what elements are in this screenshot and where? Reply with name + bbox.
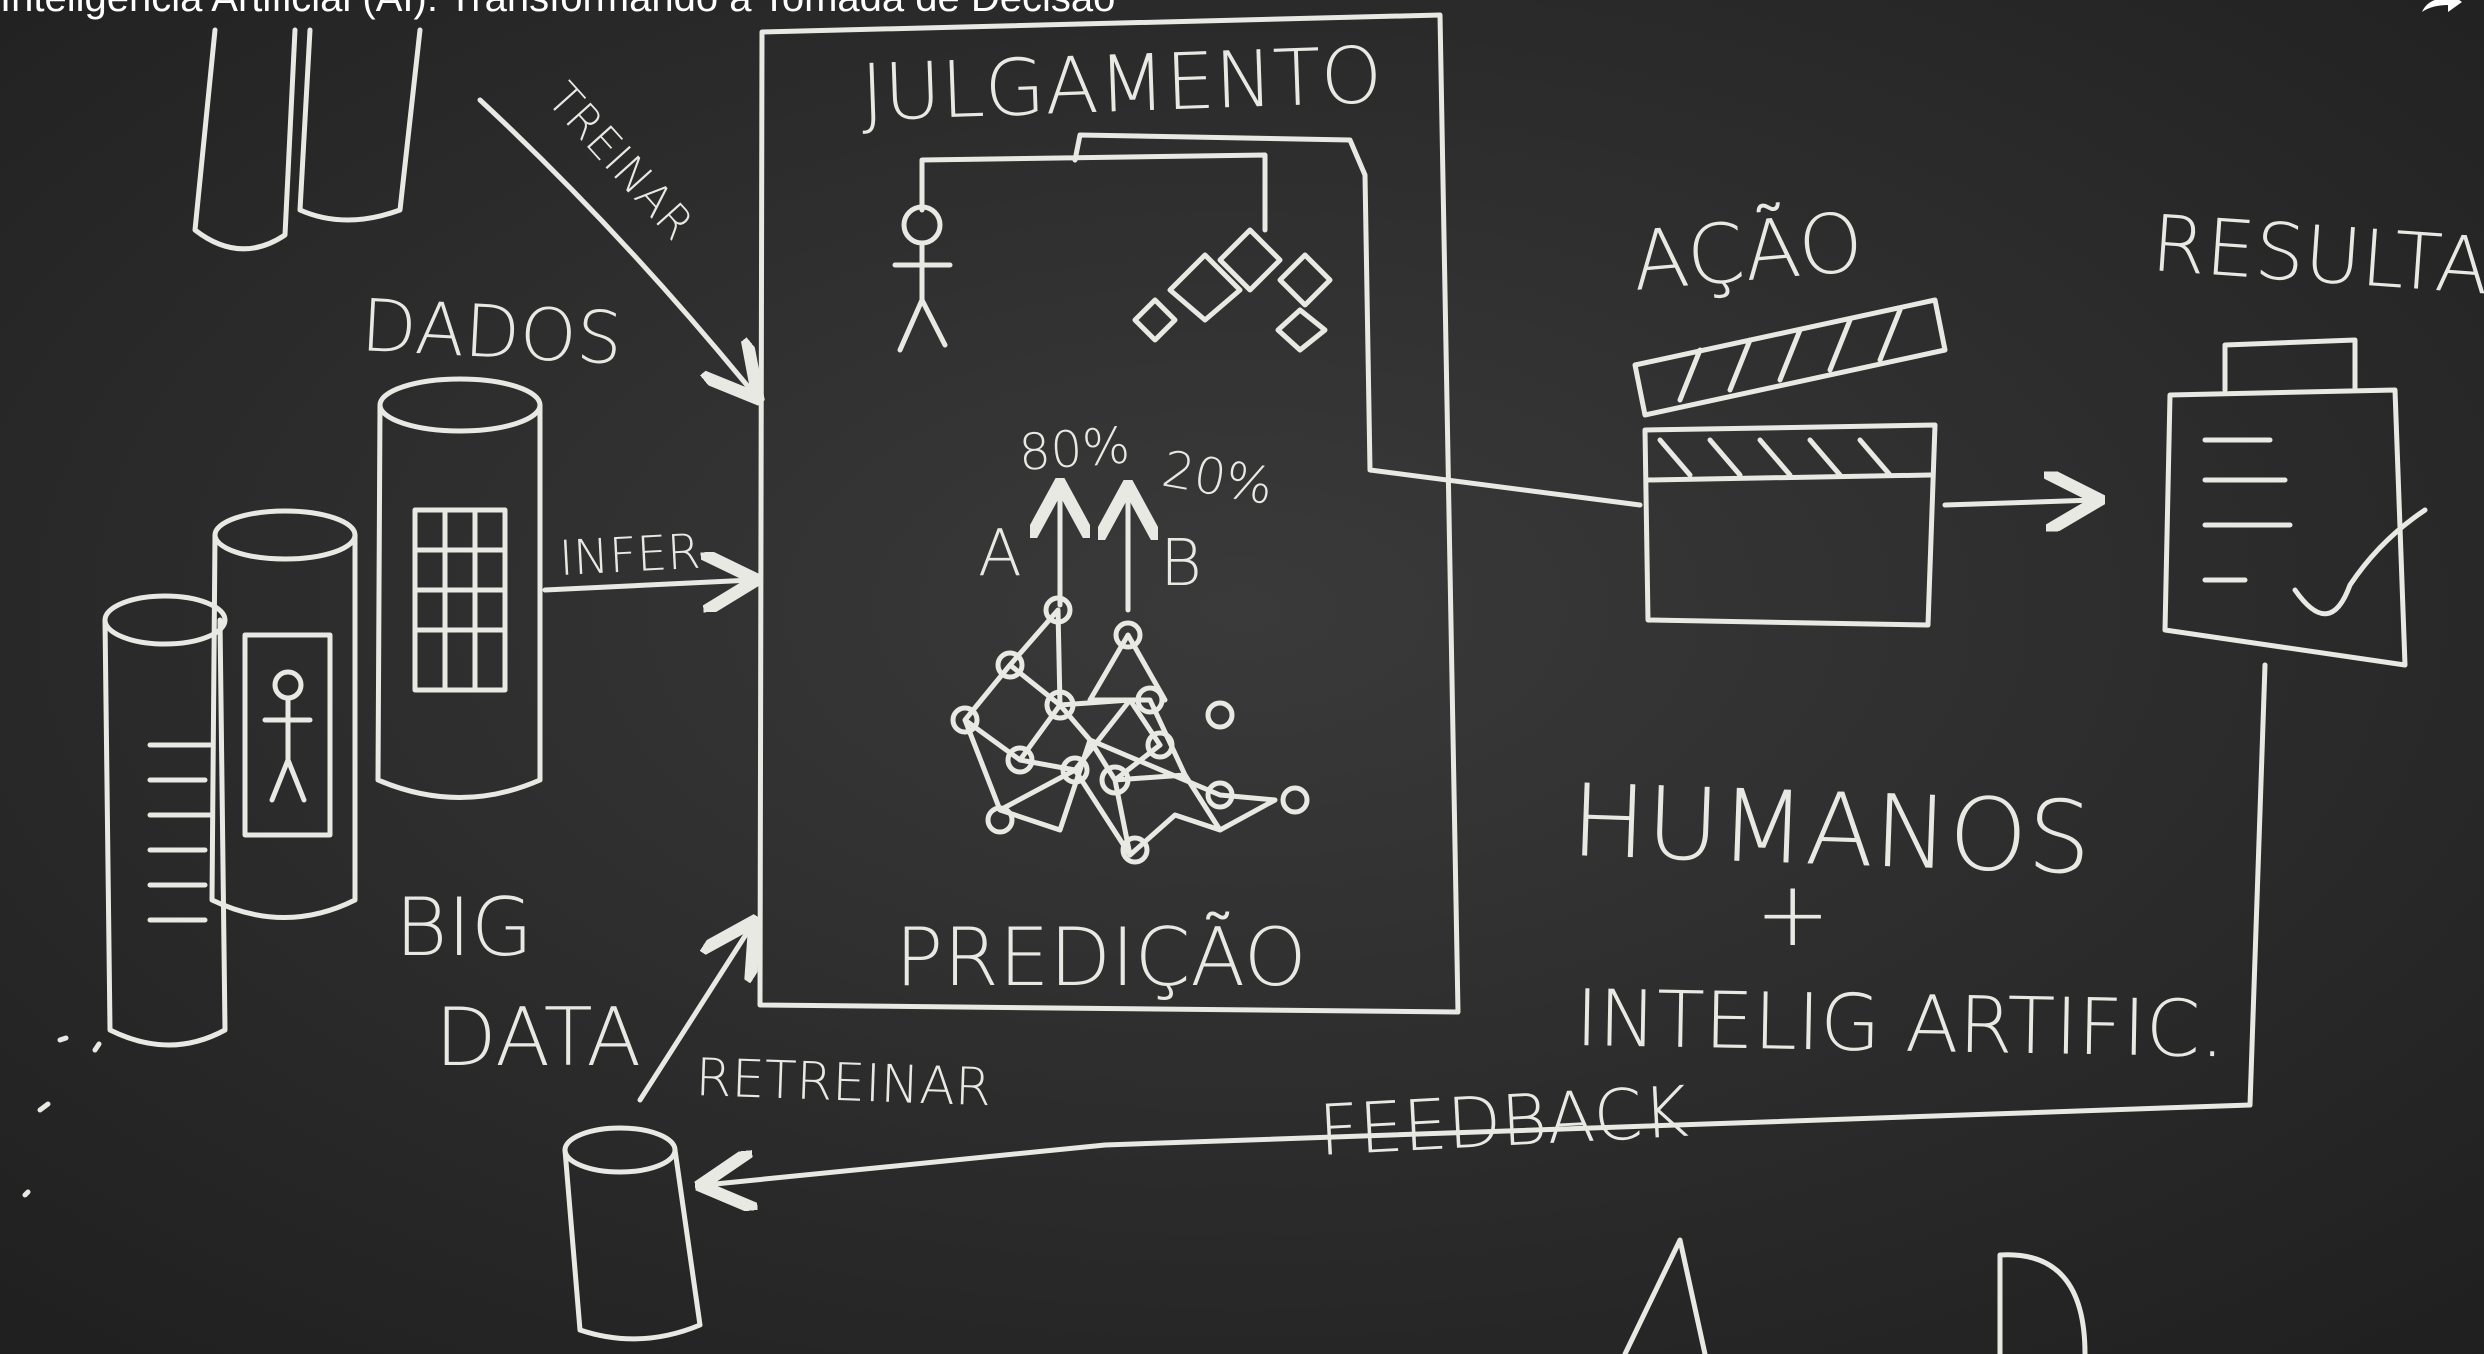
label-retreinar: RETREINAR <box>695 1048 993 1118</box>
arrow-train <box>477 97 755 395</box>
bottom-letter-a <box>1622 1237 1708 1354</box>
bottom-letter-d <box>1997 1252 2088 1354</box>
label-b: B <box>1160 527 1202 601</box>
label-pct-a: 80% <box>1017 416 1132 482</box>
cylinder-top-left-2 <box>297 27 423 223</box>
database-cylinder-grid <box>375 376 543 800</box>
judgement-tree <box>919 132 1643 508</box>
label-humanos: HUMANOS <box>1569 762 2093 897</box>
neural-network <box>950 595 1310 865</box>
label-julgamento: JULGAMENTO <box>860 31 1384 139</box>
arrow-retrain <box>637 925 752 1103</box>
person-body <box>892 240 953 353</box>
share-icon[interactable] <box>2418 0 2466 14</box>
feedback-loop <box>705 662 2268 1185</box>
label-plus: + <box>1755 862 1830 967</box>
arrow-action-result <box>1942 500 2095 505</box>
label-feedback: FEEDBACK <box>1317 1071 1691 1172</box>
label-intelig: INTELIG ARTIFIC. <box>1575 974 2226 1075</box>
label-inferir: INFER <box>558 524 702 587</box>
decision-shapes <box>1132 227 1333 353</box>
label-a: A <box>978 517 1022 591</box>
label-acao: AÇÃO <box>1628 195 1867 310</box>
label-big: BIG <box>395 881 533 974</box>
retrain-database-cylinder <box>562 1125 703 1342</box>
chalk-dots <box>22 1035 102 1198</box>
cylinder-top-left-1 <box>192 27 298 252</box>
result-clipboard-icon <box>2162 337 2428 668</box>
label-dados: DADOS <box>359 283 624 381</box>
label-predicao: PREDIÇÃO <box>895 911 1307 1004</box>
label-data: DATA <box>435 991 641 1084</box>
clapperboard-icon <box>1632 297 1948 628</box>
model-box <box>757 12 1461 1015</box>
database-cylinder-document <box>102 593 228 1048</box>
video-title: Inteligência Artificial (AI): Transforma… <box>0 0 1115 18</box>
arrow-infer <box>542 580 752 590</box>
